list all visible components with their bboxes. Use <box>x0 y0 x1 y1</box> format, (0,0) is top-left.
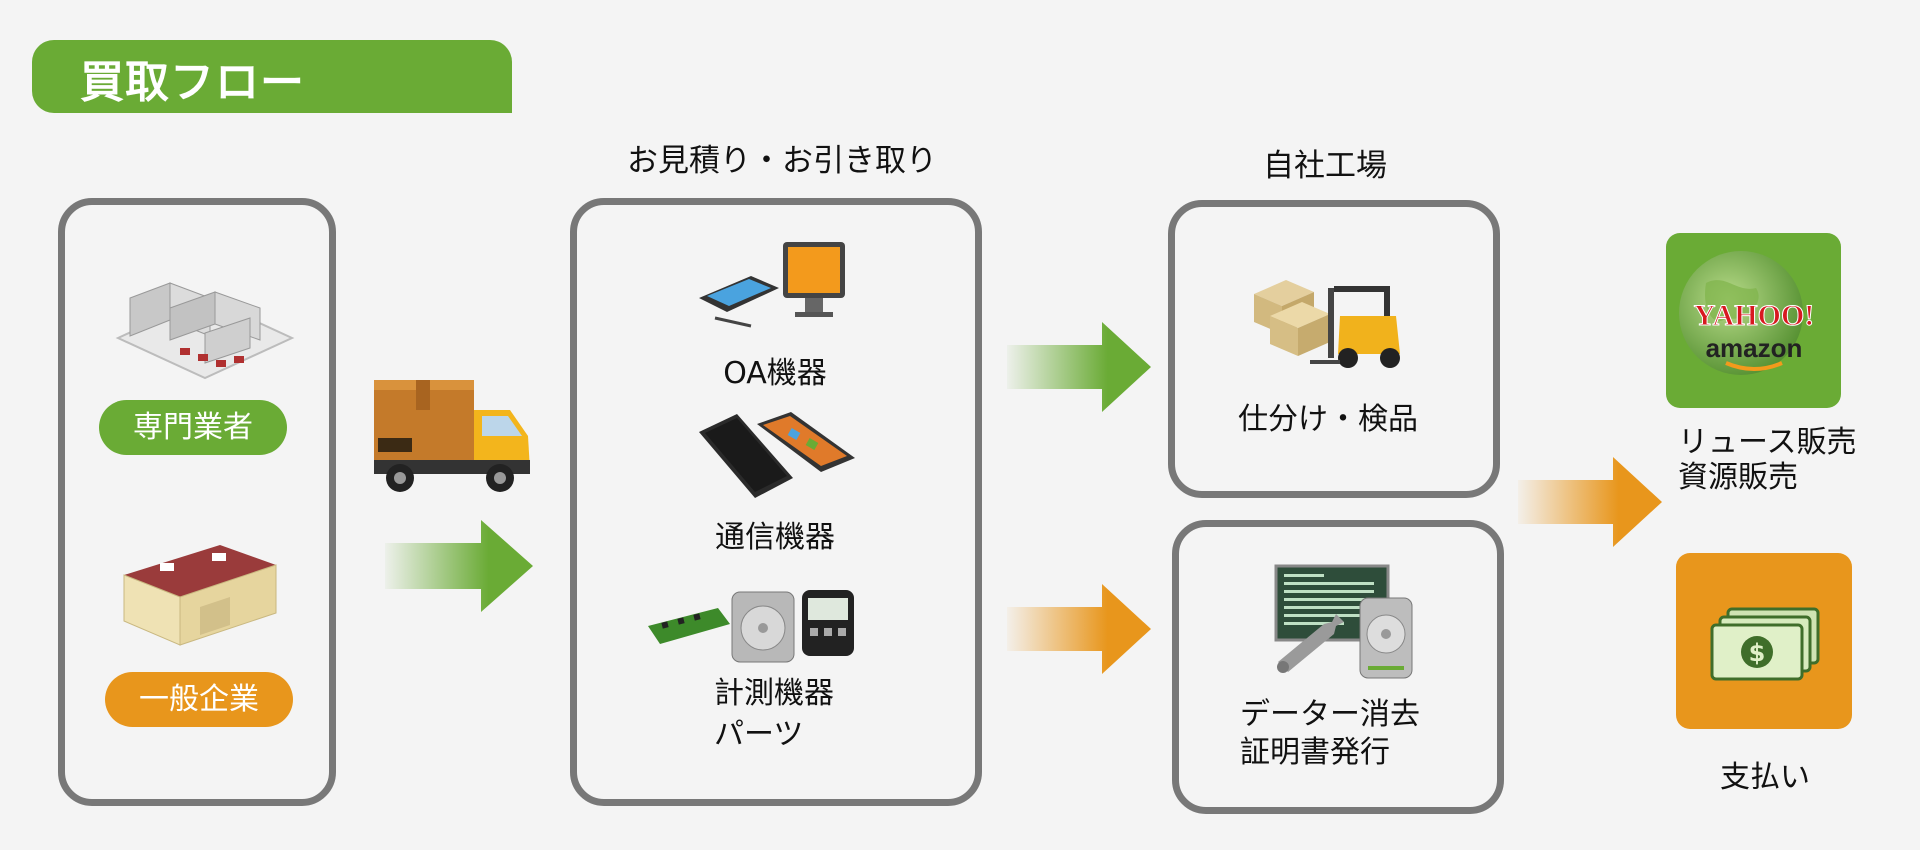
specialist-badge: 専門業者 <box>99 400 287 455</box>
collection-heading: お見積り・お引き取り <box>627 143 937 179</box>
cash-icon: $ <box>1710 607 1820 681</box>
arrow-orange-2 <box>1518 457 1663 547</box>
yahoo-logo-text: YAHOO! <box>1694 299 1815 332</box>
measuring-devices-icon <box>648 586 858 666</box>
oa-equipment-label: OA機器 <box>723 356 827 391</box>
building-icon <box>120 525 280 655</box>
measuring-equipment-label: 計測機器 <box>714 676 834 711</box>
comm-equipment-label: 通信機器 <box>715 520 835 555</box>
arrow-green-2 <box>1007 322 1152 412</box>
title-bar <box>32 40 512 113</box>
parts-label: パーツ <box>714 717 804 752</box>
data-erase-label-2: 証明書発行 <box>1240 735 1390 770</box>
payment-label: 支払い <box>1720 760 1810 795</box>
arrow-green-1 <box>385 520 535 612</box>
factory-heading: 自社工場 <box>1263 148 1387 184</box>
delivery-truck-icon <box>370 378 535 498</box>
arrow-orange-1 <box>1007 584 1152 674</box>
reuse-sales-label: リュース販売 <box>1678 425 1857 460</box>
svg-text:$: $ <box>1749 639 1766 667</box>
company-badge: 一般企業 <box>105 672 293 727</box>
collection-box <box>570 198 982 806</box>
data-erase-icon <box>1268 562 1418 682</box>
sorting-label: 仕分け・検品 <box>1238 402 1418 437</box>
tablet-monitor-icon <box>695 238 855 328</box>
page-title: 買取フロー <box>80 57 305 108</box>
resource-sales-label: 資源販売 <box>1678 460 1798 495</box>
smartphone-icon <box>697 408 862 503</box>
data-erase-label-1: データー消去 <box>1240 697 1420 732</box>
amazon-logo-text: amazon <box>1706 333 1803 363</box>
warehouse-icon <box>110 278 300 398</box>
marketplace-logo-tile: YAHOO! amazon <box>1666 233 1841 408</box>
forklift-icon <box>1250 258 1410 378</box>
globe-icon: YAHOO! amazon <box>1679 251 1815 375</box>
payment-tile: $ <box>1676 553 1852 729</box>
